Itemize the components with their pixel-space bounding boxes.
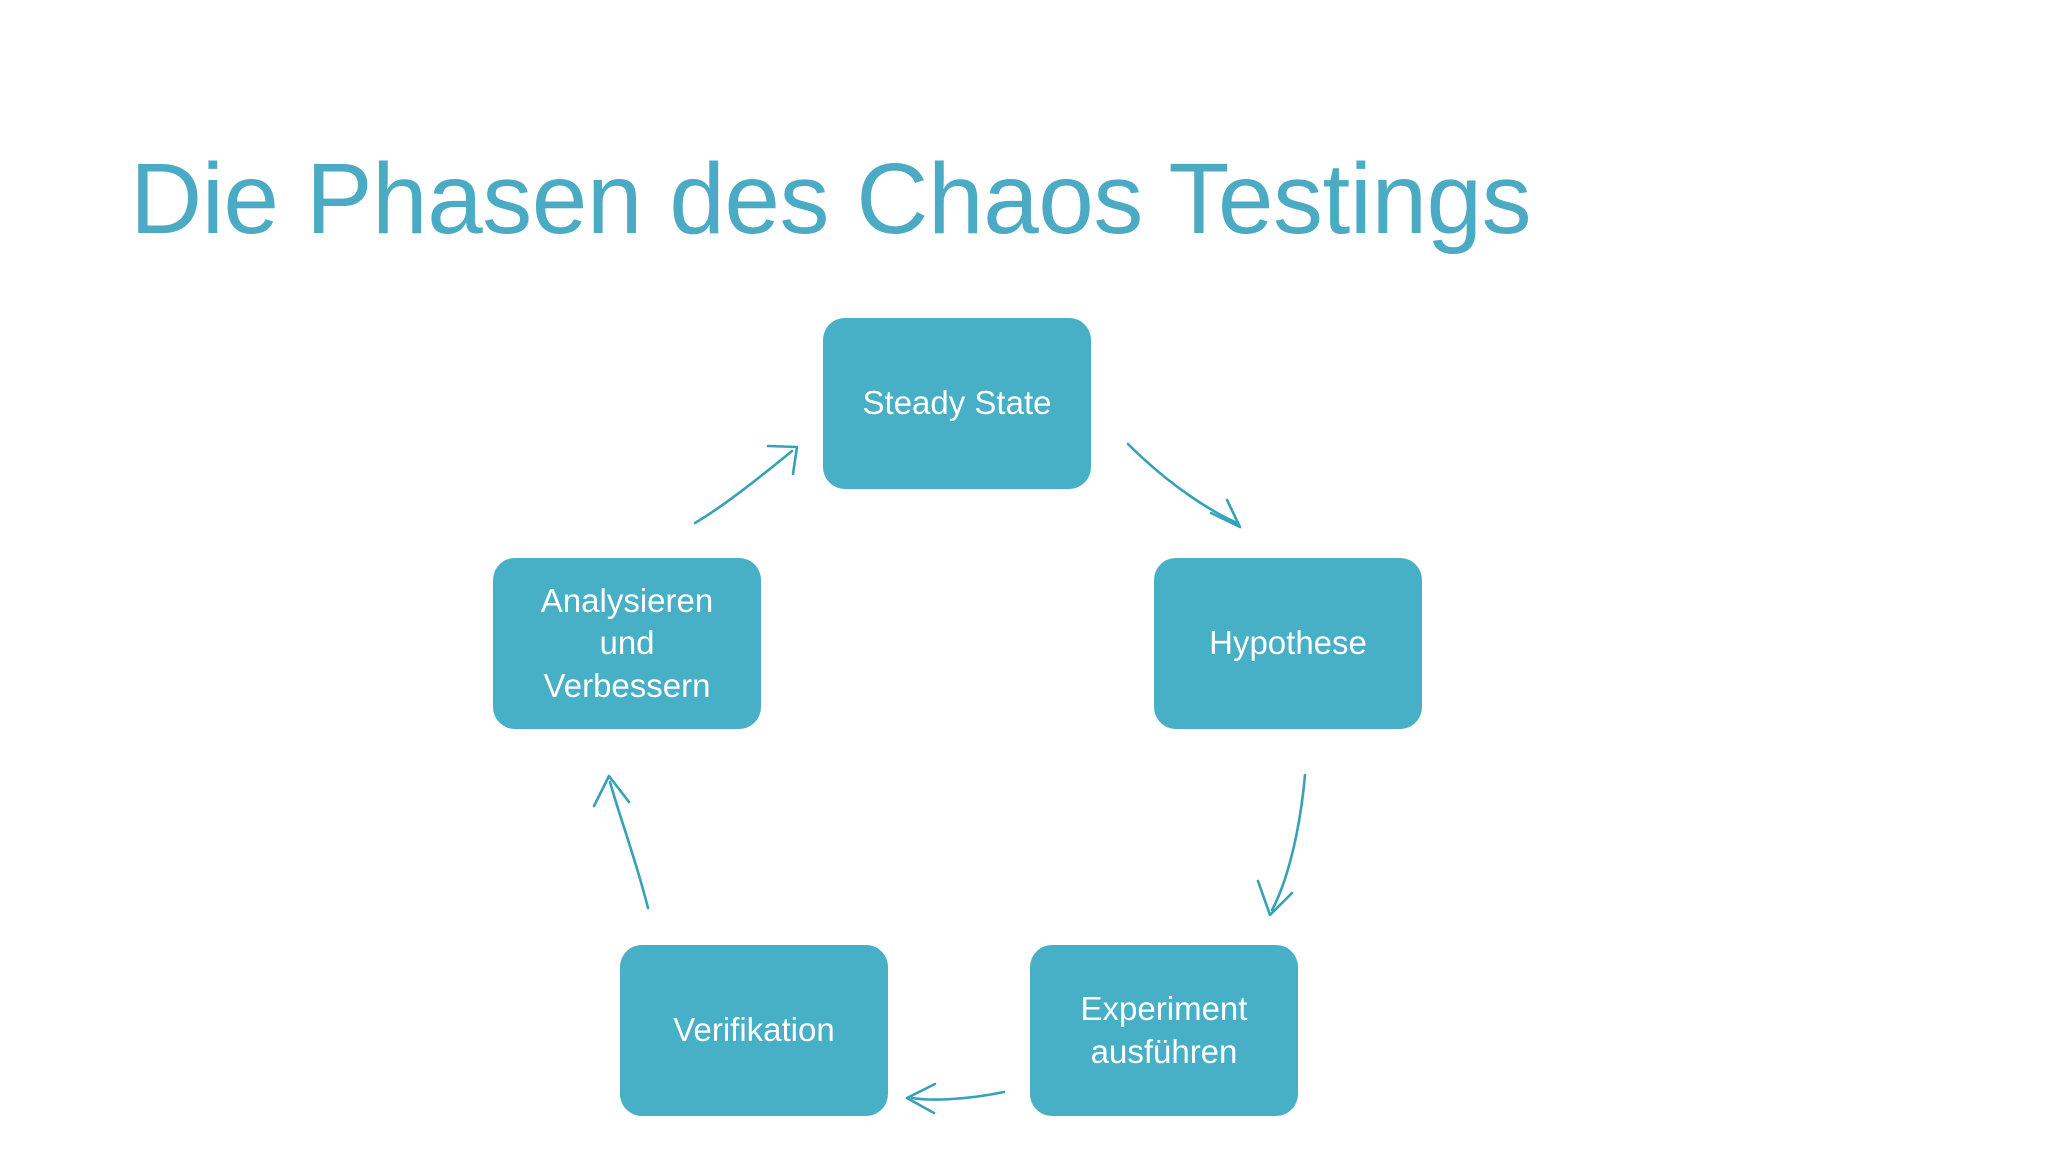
- arrow-hypothese-to-experiment: [1256, 773, 1307, 917]
- cycle-node-hypothese[interactable]: Hypothese: [1154, 558, 1422, 729]
- cycle-node-steady-state[interactable]: Steady State: [823, 318, 1091, 489]
- arrow-steady-state-to-hypothese: [1126, 442, 1242, 529]
- arrow-experiment-to-verifikation: [905, 1082, 1006, 1115]
- arrow-verifikation-to-analysieren: [592, 774, 650, 910]
- page-title: Die Phasen des Chaos Testings: [130, 143, 1532, 255]
- cycle-node-analysieren[interactable]: Analysieren und Verbessern: [493, 558, 761, 729]
- cycle-node-verifikation[interactable]: Verifikation: [620, 945, 888, 1116]
- cycle-node-experiment[interactable]: Experiment ausführen: [1030, 945, 1298, 1116]
- arrow-analysieren-to-steady-state: [693, 444, 799, 525]
